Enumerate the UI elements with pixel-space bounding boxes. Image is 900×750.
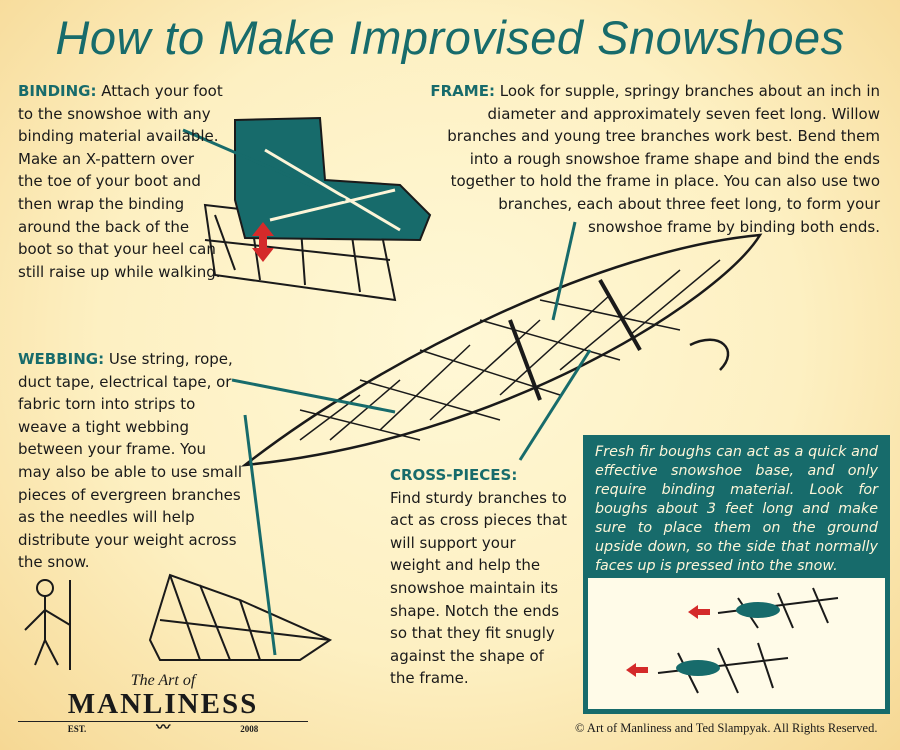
webbing-heading: WEBBING:: [18, 350, 105, 368]
binding-illustration: [203, 116, 432, 302]
direction-arrow-icon: [688, 605, 710, 619]
copyright-notice: © Art of Manliness and Ted Slampyak. All…: [575, 721, 878, 735]
height-arrow-icon: [252, 222, 274, 262]
leader-lines: [182, 128, 592, 656]
logo-established: EST. 〰 2008: [18, 721, 308, 736]
fir-bough-drawing: [626, 587, 839, 694]
logo-year: 2008: [240, 724, 259, 734]
direction-arrow-icon: [626, 663, 648, 677]
mustache-icon: 〰: [156, 721, 171, 736]
logo-est: EST.: [67, 724, 87, 734]
page-title: How to Make Improvised Snowshoes: [55, 11, 845, 64]
fir-boughs-tip: Fresh fir boughs can act as a quick and …: [583, 435, 890, 578]
boot-icon: [234, 116, 432, 242]
webbing-text: Use string, rope, duct tape, electrical …: [18, 350, 243, 572]
logo-wordmark: MANLINESS: [67, 688, 259, 720]
cross-pieces-heading: CROSS-PIECES:: [390, 466, 518, 484]
frame-section: FRAME: Look for supple, springy branches…: [430, 80, 880, 238]
webbing-section: WEBBING: Use string, rope, duct tape, el…: [18, 348, 243, 574]
binding-section: BINDING: Attach your foot to the snowsho…: [18, 80, 223, 283]
binding-text: Attach your foot to the snowshoe with an…: [18, 82, 223, 281]
logo-tagline: The Art of: [130, 672, 196, 689]
art-of-manliness-logo: The Art of MANLINESS EST. 〰 2008: [18, 672, 308, 736]
binding-heading: BINDING:: [18, 82, 97, 100]
hiker-illustration: [24, 579, 71, 670]
frame-heading: FRAME:: [430, 82, 495, 100]
snowshoe-illustration: [240, 233, 763, 467]
small-frame-illustration: [148, 573, 333, 661]
frame-text: Look for supple, springy branches about …: [447, 82, 880, 236]
cross-pieces-section: CROSS-PIECES: Find sturdy branches to ac…: [390, 464, 570, 690]
cross-pieces-text: Find sturdy branches to act as cross pie…: [390, 488, 567, 688]
fir-boughs-illustration: [583, 578, 890, 714]
